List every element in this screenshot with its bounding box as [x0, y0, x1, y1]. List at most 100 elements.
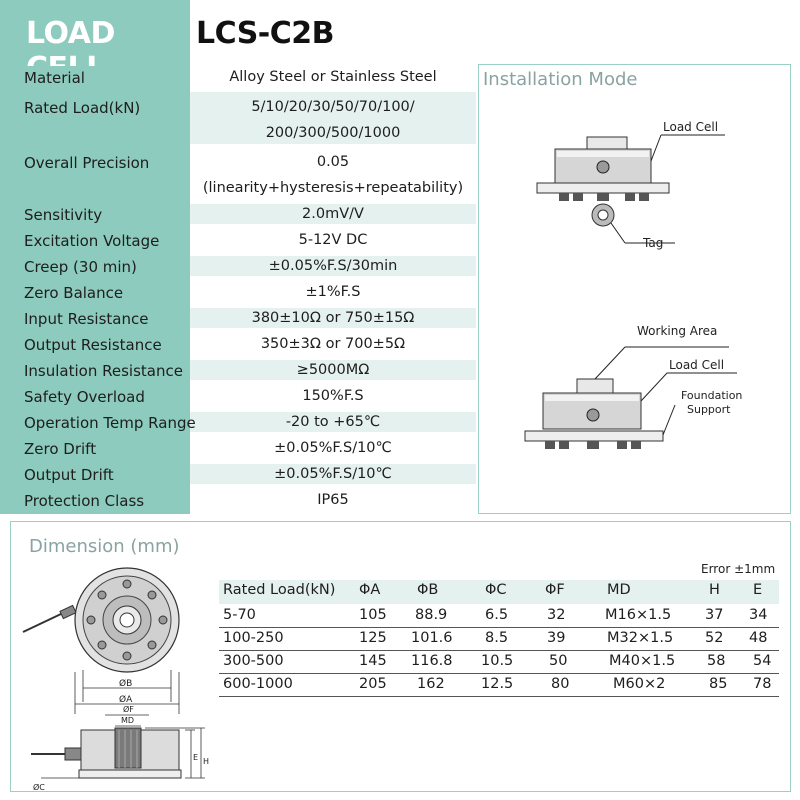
spec-label: Material — [24, 69, 85, 87]
dimension-title: Dimension (mm) — [29, 536, 180, 557]
cell-md: M32×1.5 — [607, 630, 674, 646]
label-load-cell-top: Load Cell — [663, 120, 718, 134]
dim-label-phi-c: ØC — [33, 782, 45, 792]
spec-value: 5-12V DC — [298, 232, 368, 248]
bolt-icon — [596, 160, 610, 174]
dim-label-phi-a: ØA — [119, 694, 133, 705]
spec-stripe — [190, 204, 476, 224]
col-md: MD — [607, 582, 631, 598]
col-h: H — [709, 582, 720, 598]
table-row: 100-250 125 101.6 8.5 39 M32×1.5 52 48 — [219, 628, 779, 651]
table-row: 5-70 105 88.9 6.5 32 M16×1.5 37 34 — [219, 605, 779, 628]
col-e: E — [753, 582, 763, 598]
spec-stripe — [190, 412, 476, 432]
spec-value: 5/10/20/30/50/70/100/ — [251, 99, 415, 115]
label-foundation: Foundation — [681, 389, 742, 402]
label-load-cell-bottom: Load Cell — [669, 358, 724, 372]
cell-e: 48 — [749, 630, 768, 646]
cell-phi-f: 32 — [547, 607, 566, 623]
cell-phi-a: 125 — [359, 630, 387, 646]
spec-label: Rated Load(kN) — [24, 99, 141, 117]
top-view-drawing: ØB ØA — [22, 567, 180, 714]
spec-value-line2: 200/300/500/1000 — [265, 125, 401, 141]
cell-e: 54 — [753, 653, 772, 669]
installation-diagram-tag: Load Cell Tag — [536, 120, 725, 250]
spec-value: ±1%F.S — [305, 284, 361, 300]
spec-stripe — [190, 92, 476, 144]
cell-phi-b: 116.8 — [411, 653, 453, 669]
spec-value: -20 to +65℃ — [285, 414, 381, 430]
label-working-area: Working Area — [637, 324, 717, 338]
cell-phi-f: 50 — [549, 653, 568, 669]
cell-h: 85 — [709, 676, 728, 692]
label-support: Support — [687, 403, 731, 416]
spec-label: Overall Precision — [24, 154, 150, 172]
cell-phi-a: 105 — [359, 607, 387, 623]
cell-e: 34 — [749, 607, 768, 623]
spec-label: Output Resistance — [24, 336, 162, 354]
cell-md: M60×2 — [613, 676, 666, 692]
label-tag: Tag — [642, 236, 663, 250]
spec-label: Input Resistance — [24, 310, 149, 328]
dimension-table-header: Rated Load(kN) ΦA ΦB ΦC ΦF MD H E — [219, 580, 779, 604]
spec-value: 380±10Ω or 750±15Ω — [251, 310, 415, 326]
cell-md: M40×1.5 — [609, 653, 676, 669]
installation-drawings: Load Cell Tag Working Area Load Cell Fou… — [524, 120, 742, 449]
spec-label: Protection Class — [24, 492, 145, 510]
cell-h: 52 — [705, 630, 724, 646]
spec-value: ±0.05%F.S/10℃ — [274, 440, 392, 456]
cell-e: 78 — [753, 676, 772, 692]
cell-rated-load: 100-250 — [223, 630, 284, 646]
model-title: LCS-C2B — [196, 16, 335, 51]
dimension-panel: Dimension (mm) Error ±1mm ØB — [10, 521, 791, 792]
cell-phi-f: 39 — [547, 630, 566, 646]
spec-value-line2: (linearity+hysteresis+repeatability) — [202, 180, 464, 196]
cell-rated-load: 600-1000 — [223, 676, 293, 692]
cell-h: 37 — [705, 607, 724, 623]
cell-md: M16×1.5 — [605, 607, 672, 623]
cell-phi-c: 8.5 — [485, 630, 509, 646]
spec-value: 2.0mV/V — [302, 206, 364, 222]
spec-value: 350±3Ω or 700±5Ω — [260, 336, 406, 352]
cell-rated-load: 300-500 — [223, 653, 284, 669]
spec-value: ≥5000MΩ — [296, 362, 370, 378]
spec-value: ±0.05%F.S/30min — [268, 258, 398, 274]
installation-title: Installation Mode — [483, 69, 638, 90]
error-note: Error ±1mm — [701, 562, 776, 576]
spec-stripe — [190, 308, 476, 328]
spec-label: Creep (30 min) — [24, 258, 137, 276]
table-row: 600-1000 205 162 12.5 80 M60×2 85 78 — [219, 674, 779, 697]
bolt-icon — [586, 408, 600, 422]
table-row: 300-500 145 116.8 10.5 50 M40×1.5 58 54 — [219, 651, 779, 674]
spec-value: ±0.05%F.S/10℃ — [274, 466, 392, 482]
col-phi-b: ΦB — [417, 582, 439, 598]
cell-h: 58 — [707, 653, 726, 669]
cell-phi-c: 6.5 — [485, 607, 509, 623]
installation-diagram-foundation: Working Area Load Cell Foundation Suppor… — [524, 324, 742, 449]
spec-label: Zero Balance — [24, 284, 124, 302]
spec-stripe — [190, 360, 476, 380]
spec-label: Output Drift — [24, 466, 114, 484]
cell-phi-a: 145 — [359, 653, 387, 669]
dimension-drawings: ØB ØA ØF MD ØC E H — [22, 567, 209, 792]
installation-panel: Installation Mode Load Cell Tag — [478, 64, 791, 514]
spec-label: Excitation Voltage — [24, 232, 160, 250]
spec-value: 0.05 — [316, 154, 350, 170]
spec-stripe — [190, 256, 476, 276]
dim-label-phi-f: ØF — [123, 704, 134, 714]
spec-label-column — [0, 66, 190, 514]
spec-label: Insulation Resistance — [24, 362, 183, 380]
dim-label-md: MD — [121, 716, 134, 725]
cell-phi-c: 10.5 — [481, 653, 514, 669]
cell-phi-f: 80 — [551, 676, 570, 692]
spec-stripe — [190, 464, 476, 484]
spec-value: Alloy Steel or Stainless Steel — [229, 69, 437, 85]
side-view-drawing: ØF MD ØC E H — [31, 704, 209, 792]
dim-label-e: E — [193, 753, 198, 762]
col-rated-load: Rated Load(kN) — [223, 582, 336, 598]
spec-label: Safety Overload — [24, 388, 145, 406]
cell-phi-b: 162 — [417, 676, 445, 692]
spec-label: Operation Temp Range — [24, 414, 196, 432]
cell-phi-b: 88.9 — [415, 607, 448, 623]
spec-value: 150%F.S — [302, 388, 364, 404]
